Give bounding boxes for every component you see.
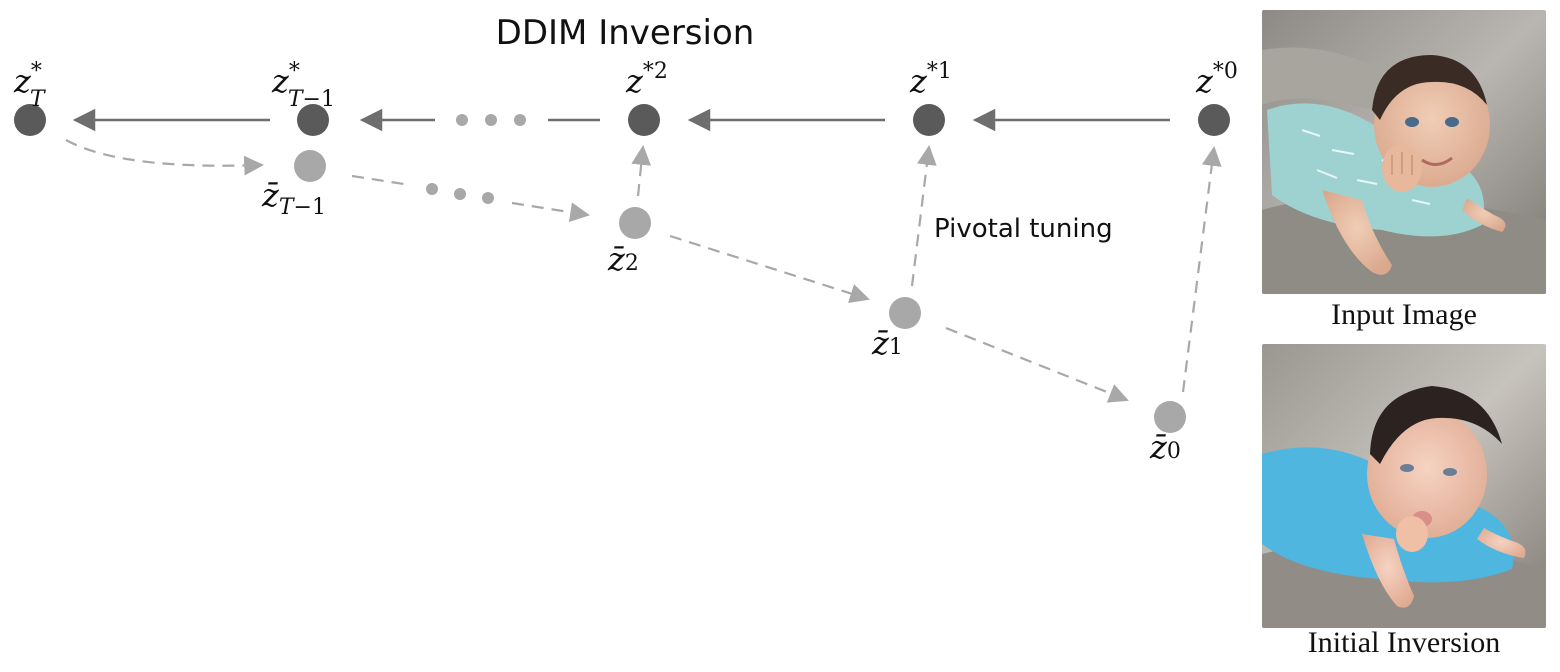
ellipsis-dot — [514, 114, 526, 126]
label-z-2-star: z*2 — [625, 59, 668, 100]
label-z-1-star: z*1 — [909, 59, 952, 100]
label-z-Tm1-star: z*T−1 — [271, 59, 335, 112]
ellipsis-dot — [482, 192, 494, 204]
label-z-0-star: z*0 — [1195, 59, 1238, 100]
node-z-1-star — [913, 104, 945, 136]
dashed-arrow-zb1-to-zb0 — [945, 326, 1129, 403]
dashed-arrow-to-zb2 — [511, 201, 590, 222]
label-zbar-1: z̄1 — [871, 324, 903, 362]
label-zbar-0: z̄0 — [1149, 428, 1181, 466]
ellipsis-dot — [456, 114, 468, 126]
node-z-2-star — [628, 104, 660, 136]
node-z-T-star — [14, 104, 46, 136]
initial-inversion-caption: Initial Inversion — [1307, 626, 1501, 659]
node-z-Tm1-star — [297, 104, 329, 136]
baby-photo-inversion — [1262, 344, 1546, 628]
label-zbar-Tm1: z̄T−1 — [261, 176, 326, 220]
label-z-T-star: z*T — [13, 59, 47, 112]
node-zbar-2 — [619, 207, 651, 239]
dashed-arrow-zbTm1-segment — [351, 174, 411, 187]
node-z-0-star — [1198, 104, 1230, 136]
baby-photo-input — [1262, 10, 1546, 294]
node-zbar-0 — [1154, 401, 1186, 433]
ellipsis-dot — [426, 183, 438, 195]
dashed-arrow-zb2-to-z2 — [631, 145, 652, 197]
dashed-arrow-zb0-to-z0 — [1181, 146, 1222, 393]
initial-inversion-image — [1262, 344, 1546, 628]
pivotal-tuning-label: Pivotal tuning — [934, 214, 1113, 244]
ellipsis-dot — [485, 114, 497, 126]
node-zbar-Tm1 — [294, 150, 326, 182]
ddim-inversion-diagram: DDIM Inversion Pivotal tuning z*T z*T−1 … — [13, 13, 1238, 466]
label-zbar-2: z̄2 — [607, 240, 639, 278]
dashed-arrow-zb1-to-z1 — [910, 145, 937, 287]
input-image — [1262, 10, 1546, 294]
ellipsis-dot — [454, 188, 466, 200]
dashed-arrow-zT-to-zbTm1 — [65, 139, 264, 176]
input-image-caption: Input Image — [1331, 298, 1477, 331]
dashed-arrow-zb2-to-zb1 — [669, 234, 870, 304]
diagram-title: DDIM Inversion — [496, 13, 755, 53]
node-zbar-1 — [889, 297, 921, 329]
